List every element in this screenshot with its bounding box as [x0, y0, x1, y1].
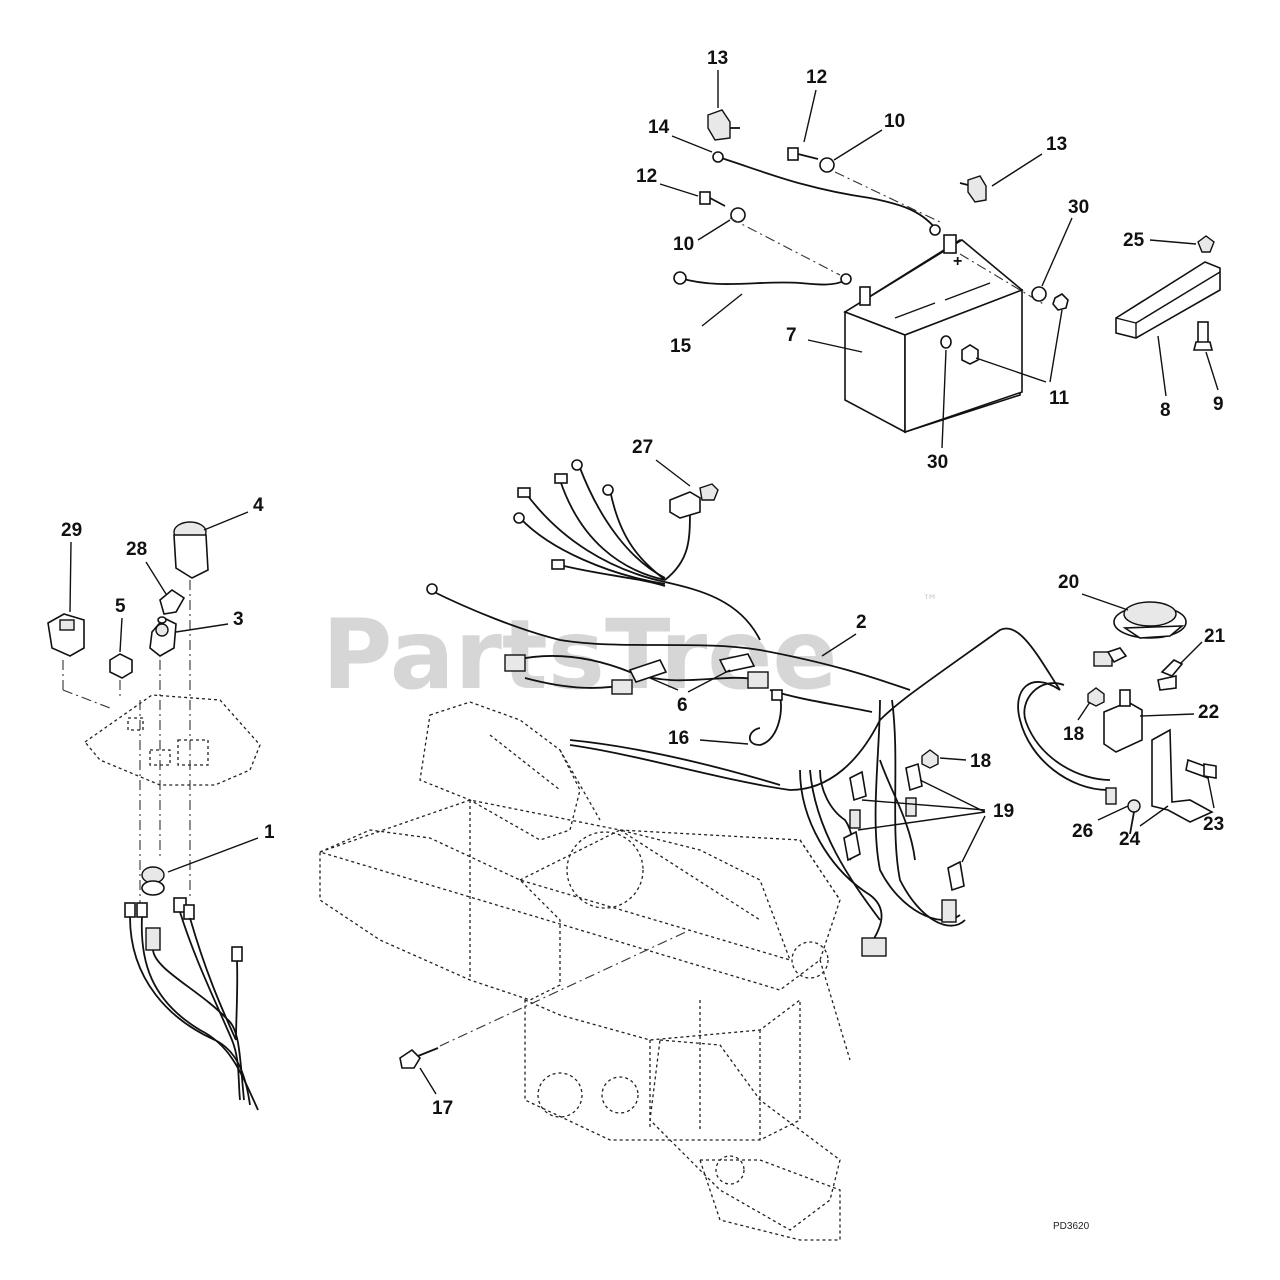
hold-down-bracket [1115, 261, 1221, 339]
ground-wire-16 [748, 689, 782, 746]
battery: + [843, 234, 1024, 434]
solenoid-bracket-24 [1151, 728, 1214, 823]
callout-17: 17 [432, 1098, 453, 1119]
bolt-17 [399, 929, 691, 1069]
washer-30-upper [1031, 286, 1047, 302]
watermark: PartsTree ™ [322, 591, 938, 711]
callout-12-upper: 12 [806, 67, 827, 88]
callout-23: 23 [1203, 814, 1224, 835]
rocker-switch-5 [109, 653, 133, 679]
retainer-clip-28 [157, 589, 186, 624]
callout-21: 21 [1204, 626, 1226, 647]
battery-cable-positive [717, 156, 936, 229]
alarm-solenoid-group [1017, 601, 1217, 835]
callout-10-upper: 10 [884, 111, 905, 132]
callout-19: 19 [993, 801, 1014, 822]
washer-10-upper [819, 157, 835, 173]
seat-switch-29 [47, 613, 85, 657]
callout-27: 27 [632, 437, 653, 458]
callout-7: 7 [786, 325, 797, 346]
relay-clip-19-b [905, 762, 923, 792]
solenoid-22 [1103, 689, 1143, 753]
callout-29: 29 [61, 520, 82, 541]
cable-ring-terminal [712, 151, 724, 163]
callout-12-lower: 12 [636, 166, 657, 187]
nut-11-upper [1052, 293, 1069, 311]
callout-10-lower: 10 [673, 234, 694, 255]
drawing-number: PD3620 [1053, 1221, 1090, 1232]
terminal-cover-13-lower [959, 175, 987, 203]
callout-25: 25 [1123, 230, 1145, 251]
callout-16: 16 [668, 728, 689, 749]
callout-26: 26 [1072, 821, 1093, 842]
callout-15: 15 [670, 336, 692, 357]
screw-23 [1185, 758, 1217, 780]
callout-2: 2 [856, 612, 867, 633]
fuse-holder-27 [669, 483, 719, 519]
bolt-12-lower [699, 191, 726, 207]
nut-18-center [921, 749, 939, 769]
callout-11: 11 [1049, 388, 1070, 409]
relay-clip-19-d [947, 860, 965, 892]
wing-nut [1197, 235, 1215, 253]
callout-20: 20 [1058, 572, 1079, 593]
bolt-9 [1192, 321, 1214, 351]
battery-cable-negative [679, 277, 847, 286]
callout-8: 8 [1160, 400, 1171, 421]
callout-24: 24 [1119, 829, 1141, 850]
callout-5: 5 [115, 596, 126, 617]
callout-13-upper: 13 [707, 48, 728, 69]
terminal-cover-13-upper [707, 109, 740, 141]
harness-trunk [569, 627, 1061, 791]
callout-30-upper: 30 [1068, 197, 1089, 218]
callout-22: 22 [1198, 702, 1219, 723]
alarm-20 [1113, 601, 1187, 639]
solenoid-lead [1017, 681, 1109, 791]
nut-18-right [1087, 687, 1105, 707]
harness-connectors-6 [504, 653, 769, 695]
callout-9: 9 [1213, 394, 1224, 415]
battery-positive-symbol: + [953, 253, 962, 270]
callout-6: 6 [677, 695, 688, 716]
main-wiring-harness [426, 459, 1061, 957]
callout-4: 4 [253, 495, 264, 516]
callout-3: 3 [233, 609, 244, 630]
callout-14: 14 [648, 117, 670, 138]
relay-clip-19-a [843, 830, 861, 862]
watermark-text: PartsTree [322, 599, 837, 711]
callout-30-lower: 30 [927, 452, 948, 473]
dash-panel [84, 694, 261, 786]
battery-group: + [673, 109, 1221, 434]
grommet-1 [141, 866, 165, 896]
callout-13-lower: 13 [1046, 134, 1067, 155]
relay-clip-19-c [849, 770, 867, 802]
callout-labels: 13 12 10 14 13 12 10 30 25 15 7 11 [61, 48, 1226, 1119]
callout-18-center: 18 [970, 751, 991, 772]
callout-1: 1 [264, 822, 275, 843]
tractor-frame-outline [317, 701, 851, 1241]
callout-18-right: 18 [1063, 724, 1084, 745]
bolt-12-upper [787, 147, 819, 161]
callout-28: 28 [126, 539, 147, 560]
screw-21 [1157, 659, 1184, 691]
dash-switch-group [47, 521, 261, 1111]
hour-meter-4 [173, 521, 209, 579]
watermark-trademark: ™ [922, 591, 938, 610]
